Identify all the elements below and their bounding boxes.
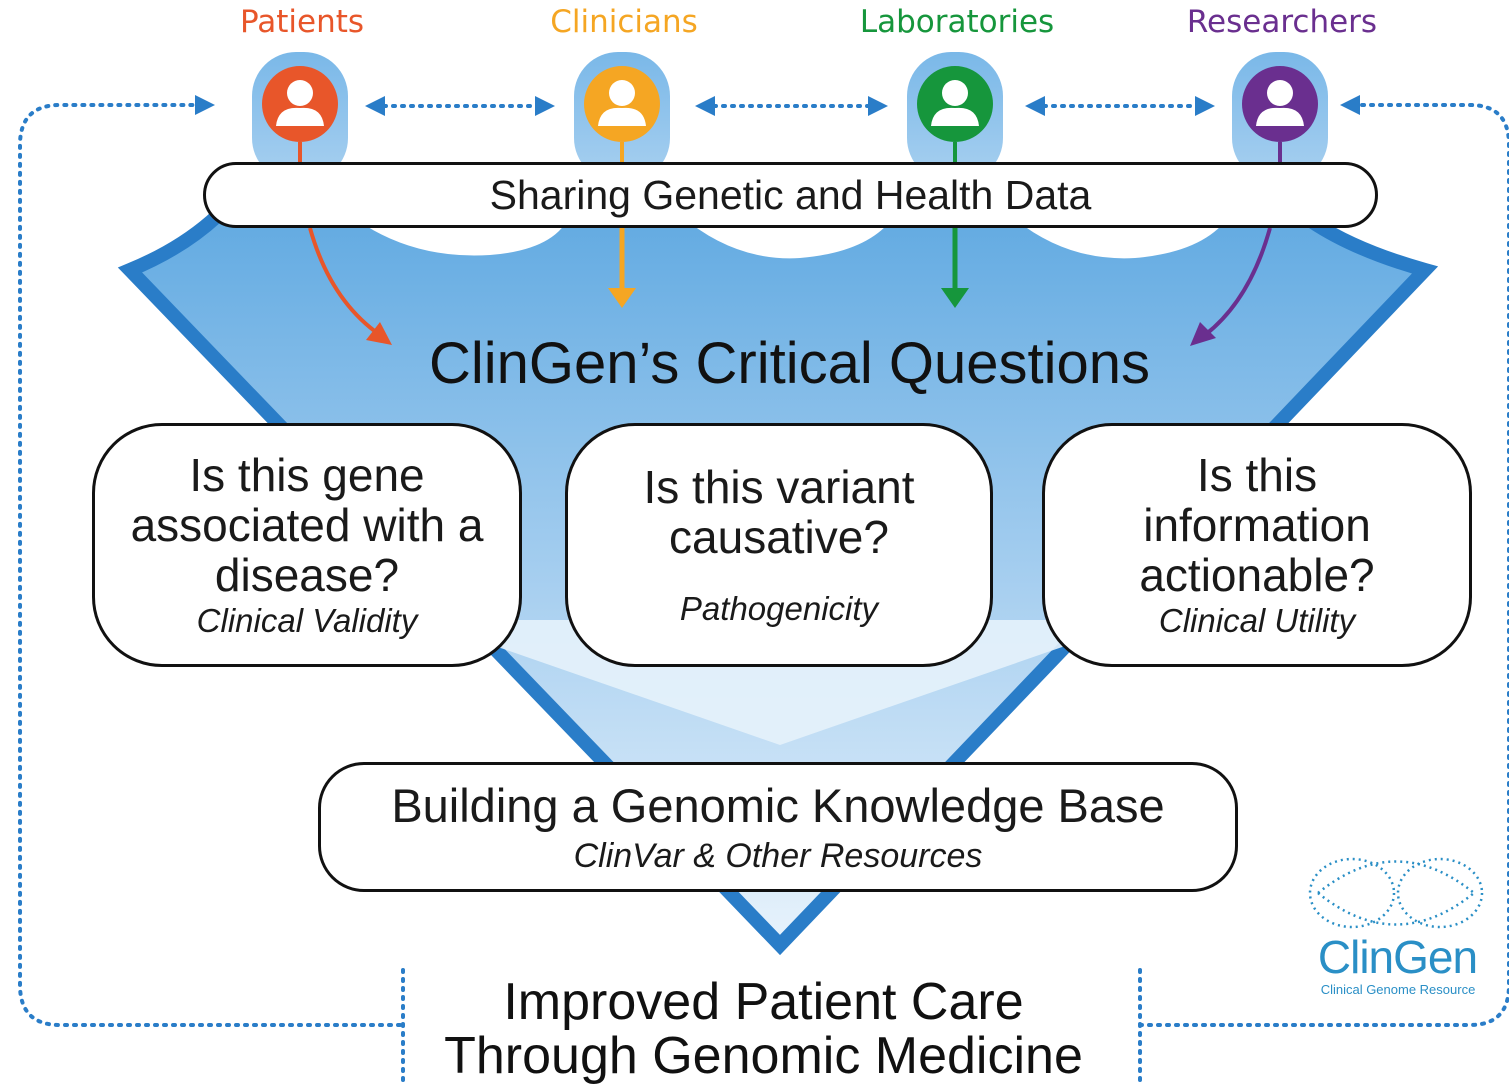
knowledge-base-title: Building a Genomic Knowledge Base (391, 779, 1165, 832)
knowledge-base-subtitle: ClinVar & Other Resources (573, 837, 983, 875)
question-box-variant: Is this variant causative? Pathogenicity (565, 423, 993, 667)
clingen-helix-logo (1308, 857, 1484, 929)
question-box-gene: Is this gene associated with a disease? … (92, 423, 522, 667)
laboratory-person-icon (917, 66, 993, 170)
outcome-line-1: Improved Patient Care (503, 973, 1024, 1031)
sharing-data-bar: Sharing Genetic and Health Data (203, 162, 1378, 228)
outcome-line-2: Through Genomic Medicine (444, 1027, 1083, 1085)
researchers-arrow (1203, 227, 1272, 337)
question-box-actionable: Is this information actionable? Clinical… (1042, 423, 1472, 667)
patients-arrow (308, 227, 382, 337)
sharing-data-label: Sharing Genetic and Health Data (489, 171, 1092, 218)
stakeholder-label-clinicians: Clinicians (550, 4, 698, 40)
stakeholder-label-patients: Patients (239, 4, 365, 40)
question-variant-category: Pathogenicity (679, 590, 879, 627)
question-variant-text: Is this variant causative? (643, 461, 915, 563)
knowledge-base-box: Building a Genomic Knowledge Base ClinVa… (318, 762, 1238, 892)
question-actionable-category: Clinical Utility (1158, 602, 1356, 639)
critical-questions-title: ClinGen’s Critical Questions (429, 331, 1150, 396)
clingen-logo-tagline: Clinical Genome Resource (1320, 982, 1476, 997)
researcher-person-icon (1242, 66, 1318, 170)
stakeholder-label-laboratories: Laboratories (859, 4, 1055, 40)
stakeholder-label-researchers: Researchers (1186, 4, 1378, 40)
clingen-logo-name: ClinGen (1317, 931, 1478, 983)
question-actionable-text: Is this information actionable? (1139, 449, 1375, 601)
question-gene-text: Is this gene associated with a disease? (130, 449, 484, 601)
question-gene-category: Clinical Validity (196, 602, 418, 639)
feedback-loop-right (1138, 95, 1509, 1027)
